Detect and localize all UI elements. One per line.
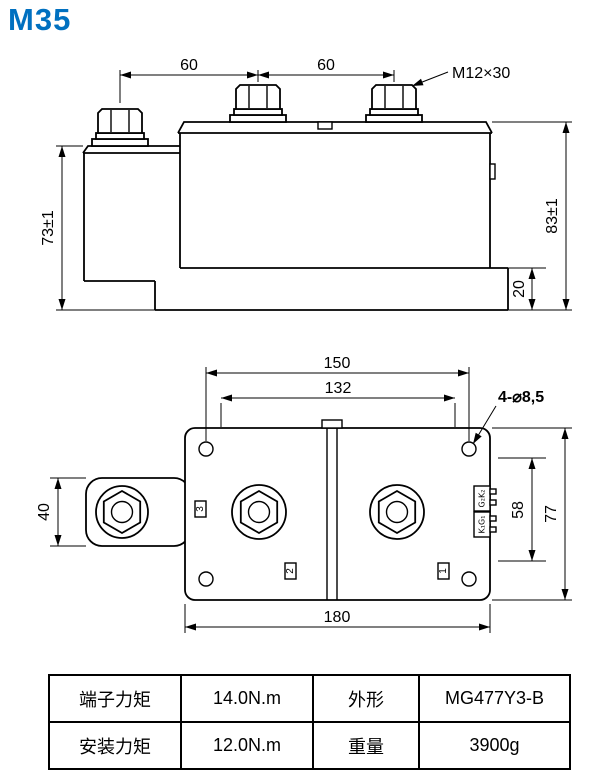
spec-table: 端子力矩 14.0N.m 外形 MG477Y3-B 安装力矩 12.0N.m 重… [48, 674, 571, 770]
terminal-mark-3: 3 [195, 506, 206, 512]
terminal-number-marks: 3 2 1 [194, 500, 450, 580]
callout-bolt-spec: M12×30 [411, 65, 510, 87]
mounting-hole [461, 571, 477, 587]
lid-notch [317, 121, 333, 130]
side-main-body [177, 121, 496, 268]
dim-inner-spacing-label: 132 [325, 380, 352, 397]
terminal-mark-1: 1 [438, 568, 449, 574]
dim-terminal-spacing: 58 [498, 457, 546, 562]
dim-height-right-label: 83±1 [544, 198, 561, 234]
table-row: 安装力矩 12.0N.m 重量 3900g [48, 721, 571, 770]
spec-label-outline: 外形 [312, 674, 420, 723]
dim-terminal-spacing-label: 58 [510, 501, 527, 519]
table-row: 端子力矩 14.0N.m 外形 MG477Y3-B [48, 674, 571, 723]
side-bolt-left [91, 108, 149, 147]
spec-value-outline: MG477Y3-B [418, 674, 571, 723]
side-terminal-pin [489, 163, 496, 180]
technical-drawing: 60 60 M12×30 73±1 83±1 [36, 57, 572, 633]
dim-body-length-label: 180 [324, 609, 351, 626]
spec-value-mounting-torque: 12.0N.m [180, 721, 314, 770]
side-left-block [82, 145, 180, 282]
dim-pitch-left-label: 60 [180, 57, 198, 74]
spec-value-terminal-torque: 14.0N.m [180, 674, 314, 723]
mounting-holes [198, 441, 477, 587]
hex-bolt-right [369, 484, 425, 540]
hex-bolt-middle [231, 484, 287, 540]
top-view: 3 2 1 G₂K₂ K₁G₁ 1 [36, 355, 572, 633]
spec-label-weight: 重量 [312, 721, 420, 770]
spec-value-weight: 3900g [418, 721, 571, 770]
dim-body-width: 77 [492, 427, 572, 601]
dim-height-right: 83±1 [492, 121, 572, 311]
dim-body-width-label: 77 [543, 505, 560, 523]
dim-height-left-label: 73±1 [40, 210, 57, 246]
terminal-mark-2: 2 [285, 568, 296, 574]
spec-label-terminal-torque: 端子力矩 [48, 674, 182, 723]
mounting-hole [198, 441, 214, 457]
dim-base-thickness-label: 20 [511, 280, 528, 298]
page-title: M35 [8, 2, 72, 37]
dim-base-thickness: 20 [508, 267, 546, 310]
dim-tab-width: 40 [36, 477, 86, 547]
terminal-label-k1g1: K₁G₁ [478, 516, 487, 534]
dim-hole-spacing: 150 [205, 355, 470, 441]
dim-height-left: 73±1 [40, 145, 155, 311]
callout-hole-spec: 4-⌀8,5 [472, 389, 544, 445]
terminal-label-g2k2: G₂K₂ [478, 490, 487, 508]
hex-bolt-tab [95, 485, 149, 539]
dim-pitch-right-label: 60 [317, 57, 335, 74]
dim-hole-spacing-label: 150 [324, 355, 351, 372]
mounting-hole [198, 571, 214, 587]
side-view: 60 60 M12×30 73±1 83±1 [40, 57, 572, 311]
dim-body-length: 180 [184, 604, 491, 633]
dim-inner-spacing: 132 [220, 380, 456, 427]
spec-label-mounting-torque: 安装力矩 [48, 721, 182, 770]
side-bolt-middle [229, 84, 287, 123]
side-base-plate [154, 267, 509, 311]
bolt-spec-label: M12×30 [452, 65, 510, 82]
dim-tab-width-label: 40 [36, 503, 53, 521]
dim-bolt-pitch: 60 60 [119, 57, 395, 103]
hole-spec-label: 4-⌀8,5 [498, 389, 544, 406]
mounting-hole [461, 441, 477, 457]
center-divider [321, 419, 343, 600]
gate-terminal-block: G₂K₂ K₁G₁ [473, 485, 497, 538]
side-bolt-right [365, 84, 423, 123]
